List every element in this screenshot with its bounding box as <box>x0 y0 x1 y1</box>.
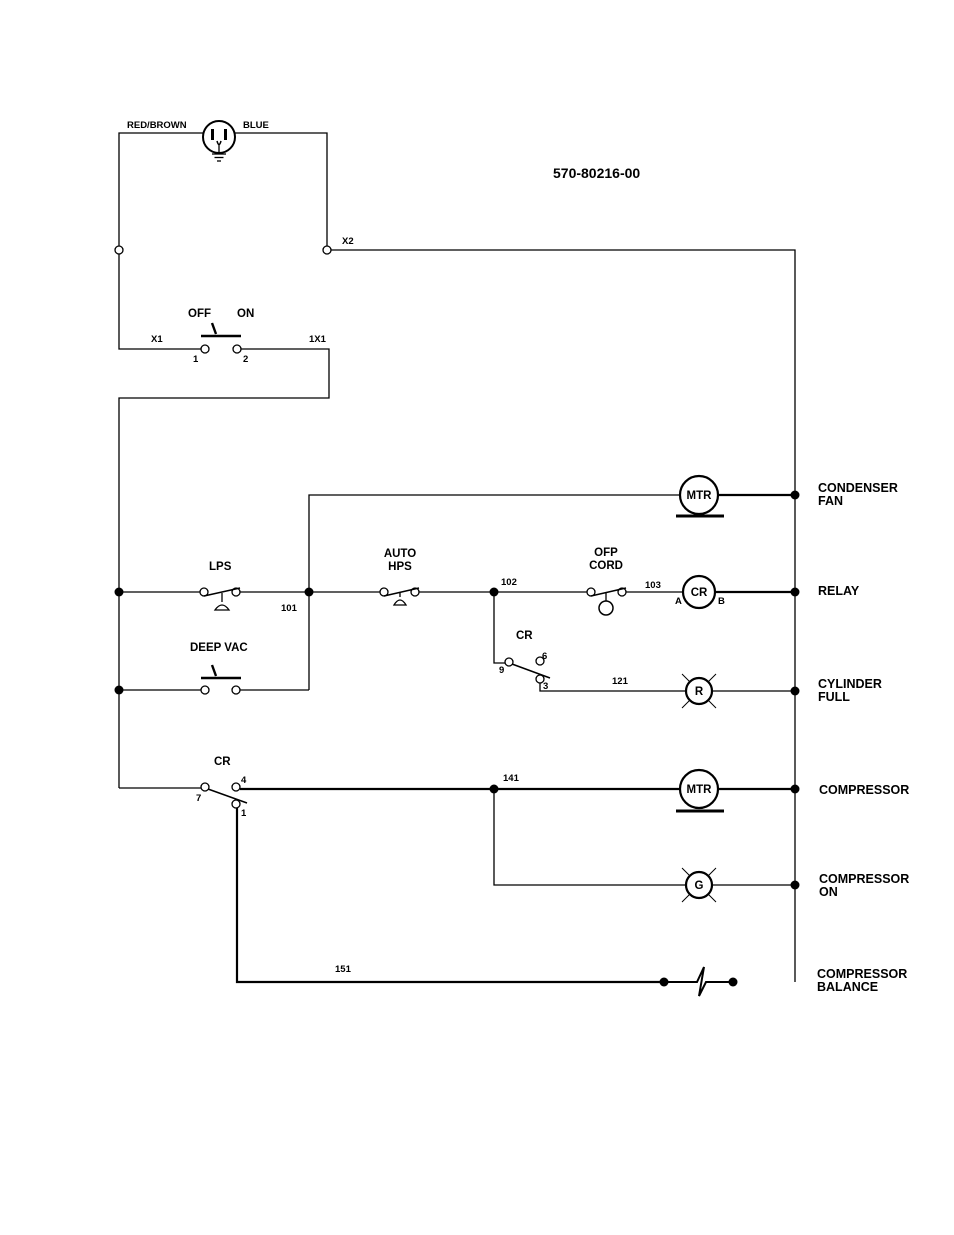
wire-label-121: 121 <box>612 676 629 687</box>
power-switch-off-label: OFF <box>188 308 211 320</box>
cr-relay-pin-a: A <box>675 596 682 607</box>
plug-blue-label: BLUE <box>243 120 269 131</box>
ofp-cord-label-line2: CORD <box>589 560 623 572</box>
junction-dot <box>305 588 314 597</box>
supply-wire-left <box>119 133 203 246</box>
junction-dot <box>791 881 800 890</box>
power-switch[interactable] <box>201 323 241 353</box>
compressor-balance-label-line2: BALANCE <box>817 980 878 994</box>
wire-label-x1: X1 <box>151 334 163 345</box>
lps-label: LPS <box>209 561 232 573</box>
wire-label-1x1: 1X1 <box>309 334 327 345</box>
cylinder-full-lamp-icon: R <box>682 674 716 708</box>
compressor-motor: MTR <box>676 770 724 811</box>
cylinder-full-label-line2: FULL <box>818 690 850 704</box>
lps-switch <box>200 588 240 610</box>
cylinder-full-label-line1: CYLINDER <box>818 677 882 691</box>
terminal-x2 <box>323 246 331 254</box>
wire-label-101: 101 <box>281 603 298 614</box>
wire-label-151: 151 <box>335 964 352 975</box>
cr-relay-coil-label: CR <box>691 587 708 599</box>
compressor-on-label-line1: COMPRESSOR <box>819 872 909 886</box>
cr-upper-label: CR <box>516 630 533 642</box>
plug-red-brown-label: RED/BROWN <box>127 120 187 131</box>
wire-label-x2: X2 <box>342 236 354 247</box>
cr-lower-pin7: 7 <box>196 793 201 804</box>
wire-label-102: 102 <box>501 577 517 588</box>
cr-upper-pin6: 6 <box>542 651 547 662</box>
condenser-fan-label-line2: FAN <box>818 494 843 508</box>
power-switch-on-label: ON <box>237 308 254 320</box>
power-switch-pin1-label: 1 <box>193 354 199 365</box>
condenser-fan-wire <box>309 495 680 592</box>
junction-dot <box>115 588 124 597</box>
terminal-l1 <box>115 246 123 254</box>
junction-dot <box>490 785 499 794</box>
ofp-cord-switch <box>587 588 626 615</box>
junction-dot <box>115 686 124 695</box>
compressor-on-lamp-icon: G <box>682 868 716 902</box>
condenser-fan-motor: MTR <box>676 476 724 516</box>
deep-vac-switch <box>201 665 241 694</box>
power-switch-pin-1 <box>201 345 209 353</box>
junction-dot <box>791 588 800 597</box>
compressor-on-label-line2: ON <box>819 885 838 899</box>
condenser-fan-label-line1: CONDENSER <box>818 481 898 495</box>
cylinder-full-lamp-label: R <box>695 686 704 698</box>
power-switch-pin2-label: 2 <box>243 354 248 365</box>
junction-dot <box>791 491 800 500</box>
document-number: 570-80216-00 <box>553 165 640 181</box>
wire-label-103: 103 <box>645 580 661 591</box>
compressor-motor-label: MTR <box>687 784 713 796</box>
cr-lower-contact <box>201 783 247 808</box>
auto-hps-switch <box>380 588 419 605</box>
compressor-balance-wire-151 <box>237 808 664 982</box>
junction-dot <box>791 785 800 794</box>
auto-hps-label-line1: AUTO <box>384 548 416 560</box>
return-rail <box>331 250 795 982</box>
ofp-cord-label-line1: OFP <box>594 547 618 559</box>
wire-label-141: 141 <box>503 773 520 784</box>
power-plug-icon <box>203 121 235 161</box>
auto-hps-label-line2: HPS <box>388 561 412 573</box>
cr-lower-pin1: 1 <box>241 808 247 819</box>
condenser-fan-motor-label: MTR <box>687 490 713 502</box>
deep-vac-label: DEEP VAC <box>190 642 248 654</box>
junction-dot <box>791 687 800 696</box>
power-switch-pin-2 <box>233 345 241 353</box>
junction-dot <box>490 588 499 597</box>
compressor-on-lamp-label: G <box>695 880 704 892</box>
cr-upper-pin9: 9 <box>499 665 504 676</box>
cr-lower-label: CR <box>214 756 231 768</box>
cr-relay-coil: CR <box>683 576 715 608</box>
cr-relay-pin-b: B <box>718 596 725 607</box>
balance-break-icon <box>660 967 738 996</box>
cr-lower-pin4: 4 <box>241 775 247 786</box>
compressor-label: COMPRESSOR <box>819 783 909 797</box>
supply-wire-right <box>235 133 327 246</box>
compressor-on-wire <box>494 789 685 885</box>
relay-label: RELAY <box>818 584 860 598</box>
compressor-balance-label-line1: COMPRESSOR <box>817 967 907 981</box>
cr-upper-wire-9 <box>494 592 505 663</box>
